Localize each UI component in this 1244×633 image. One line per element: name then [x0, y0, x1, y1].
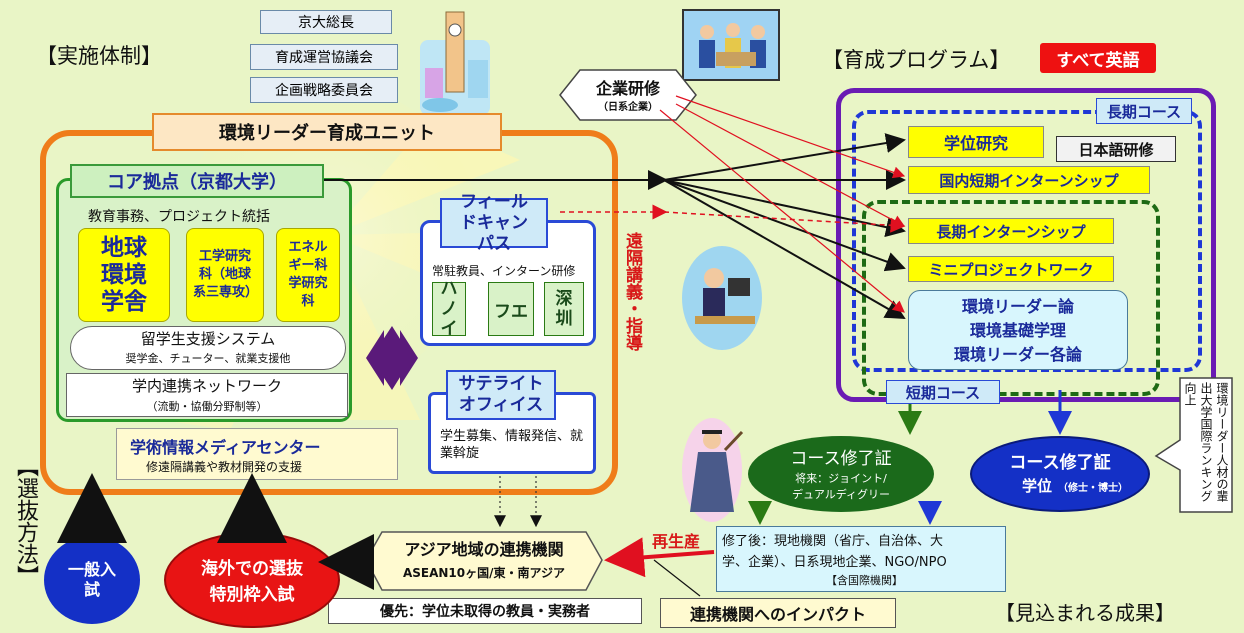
- dept-engineering: 工学研究科（地球系三専攻）: [186, 228, 264, 322]
- certificate-short-ellipse: [748, 436, 934, 512]
- support-system: [70, 326, 346, 370]
- support-system-title: 留学生支援システム: [140, 329, 276, 348]
- heading-selection: 【選抜方法】: [13, 455, 38, 587]
- support-system-sub: 奨学金、チューター、就業支援他: [125, 352, 291, 365]
- media-center-sub: 修遠隔講義や教材開発の支援: [146, 460, 303, 474]
- overseas-selection-line1: 海外での選抜: [201, 558, 303, 579]
- heading-outcomes: 【見込まれる成果】: [995, 601, 1175, 625]
- site-shenzhen: 深圳: [544, 282, 584, 336]
- campus-network-sub: （流動・協働分野制等）: [146, 400, 268, 413]
- dept-energy-science: エネルギー科学研究科: [276, 228, 340, 322]
- certificate-short-sub2: デュアルディグリー: [792, 488, 890, 501]
- satellite-office-sub: 学生募集、情報発信、就業斡旋: [440, 429, 584, 461]
- field-campus-sub: 常駐教員、インターン研修: [432, 264, 576, 278]
- lecture-leader: 環境リーダー論: [961, 297, 1074, 316]
- priority-box: 優先：学位未取得の教員・実務者: [328, 598, 642, 624]
- after-completion-line3: 【含国際機関】: [826, 574, 903, 587]
- lecture-basics: 環境基礎学理: [969, 321, 1066, 340]
- company-sub: （日系企業）: [598, 101, 658, 113]
- core-title: コア拠点（京都大学）: [70, 164, 324, 198]
- governance-committee: 企画戦略委員会: [250, 77, 398, 103]
- program-degree-research: 学位研究: [908, 126, 1044, 158]
- media-center-title: 学術情報メディアセンター: [130, 438, 321, 457]
- ranking-text: 環境リーダー人材の輩出大学国際ランキング向上: [1183, 382, 1229, 502]
- field-campus-title: フィールドキャンパス: [440, 192, 548, 254]
- site-hue: フエ: [488, 282, 534, 336]
- certificate-long-degree: 学位: [1022, 477, 1053, 495]
- dept-global-environment: 地球環境学舎: [78, 228, 170, 322]
- program-domestic-intern: 国内短期インターンシップ: [908, 166, 1150, 194]
- governance-president: 京大総長: [260, 10, 392, 34]
- lecture-specific: 環境リーダー各論: [953, 345, 1082, 364]
- certificate-long-degree-note: （修士・博士）: [1058, 483, 1128, 494]
- impact-box: 連携機関へのインパクト: [660, 598, 896, 628]
- asia-sub: ASEAN10ヶ国/東・南アジア: [402, 565, 566, 580]
- after-completion-line1: 修了後：現地機関（省庁、自治体、大: [722, 534, 944, 549]
- overseas-selection-line2: 特別枠入試: [209, 584, 295, 605]
- program-mini-project: ミニプロジェクトワーク: [908, 256, 1114, 282]
- program-long-intern: 長期インターンシップ: [908, 218, 1114, 244]
- heading-implementation: 【実施体制】: [36, 44, 162, 68]
- campus-network: [66, 373, 348, 417]
- general-exam-ellipse: [44, 536, 140, 624]
- certificate-short-title: コース修了証: [790, 448, 892, 469]
- lecture-box: [908, 290, 1128, 370]
- all-english-badge: すべて英語: [1040, 43, 1156, 73]
- site-hanoi: ハノイ: [432, 279, 466, 339]
- long-course-label: 長期コース: [1096, 98, 1192, 124]
- governance-council: 育成運営協議会: [250, 44, 398, 70]
- after-completion-line2: 学、企業）、日系現地企業、NGO/NPO: [722, 555, 947, 570]
- after-completion-box: [716, 526, 1006, 592]
- certificate-long-ellipse: [970, 436, 1150, 512]
- core-subtitle: 教育事務、プロジェクト統括: [88, 209, 270, 225]
- company-title: 企業研修: [595, 79, 660, 98]
- heading-program: 【育成プログラム】: [822, 48, 1011, 72]
- unit-title: 環境リーダー育成ユニット: [152, 113, 502, 151]
- certificate-short-sub1: 将来：ジョイント/: [795, 472, 887, 485]
- reproduction-label: 再生産: [652, 532, 701, 551]
- asia-title: アジア地域の連携機関: [404, 540, 564, 559]
- short-course-label: 短期コース: [886, 380, 1000, 404]
- satellite-office-title: サテライトオフィイス: [446, 370, 556, 420]
- certificate-long-title: コース修了証: [1009, 452, 1111, 473]
- campus-network-title: 学内連携ネットワーク: [131, 376, 282, 395]
- program-japanese: 日本語研修: [1056, 136, 1176, 162]
- general-exam-label: 一般入試: [67, 560, 116, 599]
- media-center-box: [116, 428, 398, 480]
- remote-lecture-label: 遠隔講義・指導: [622, 232, 642, 351]
